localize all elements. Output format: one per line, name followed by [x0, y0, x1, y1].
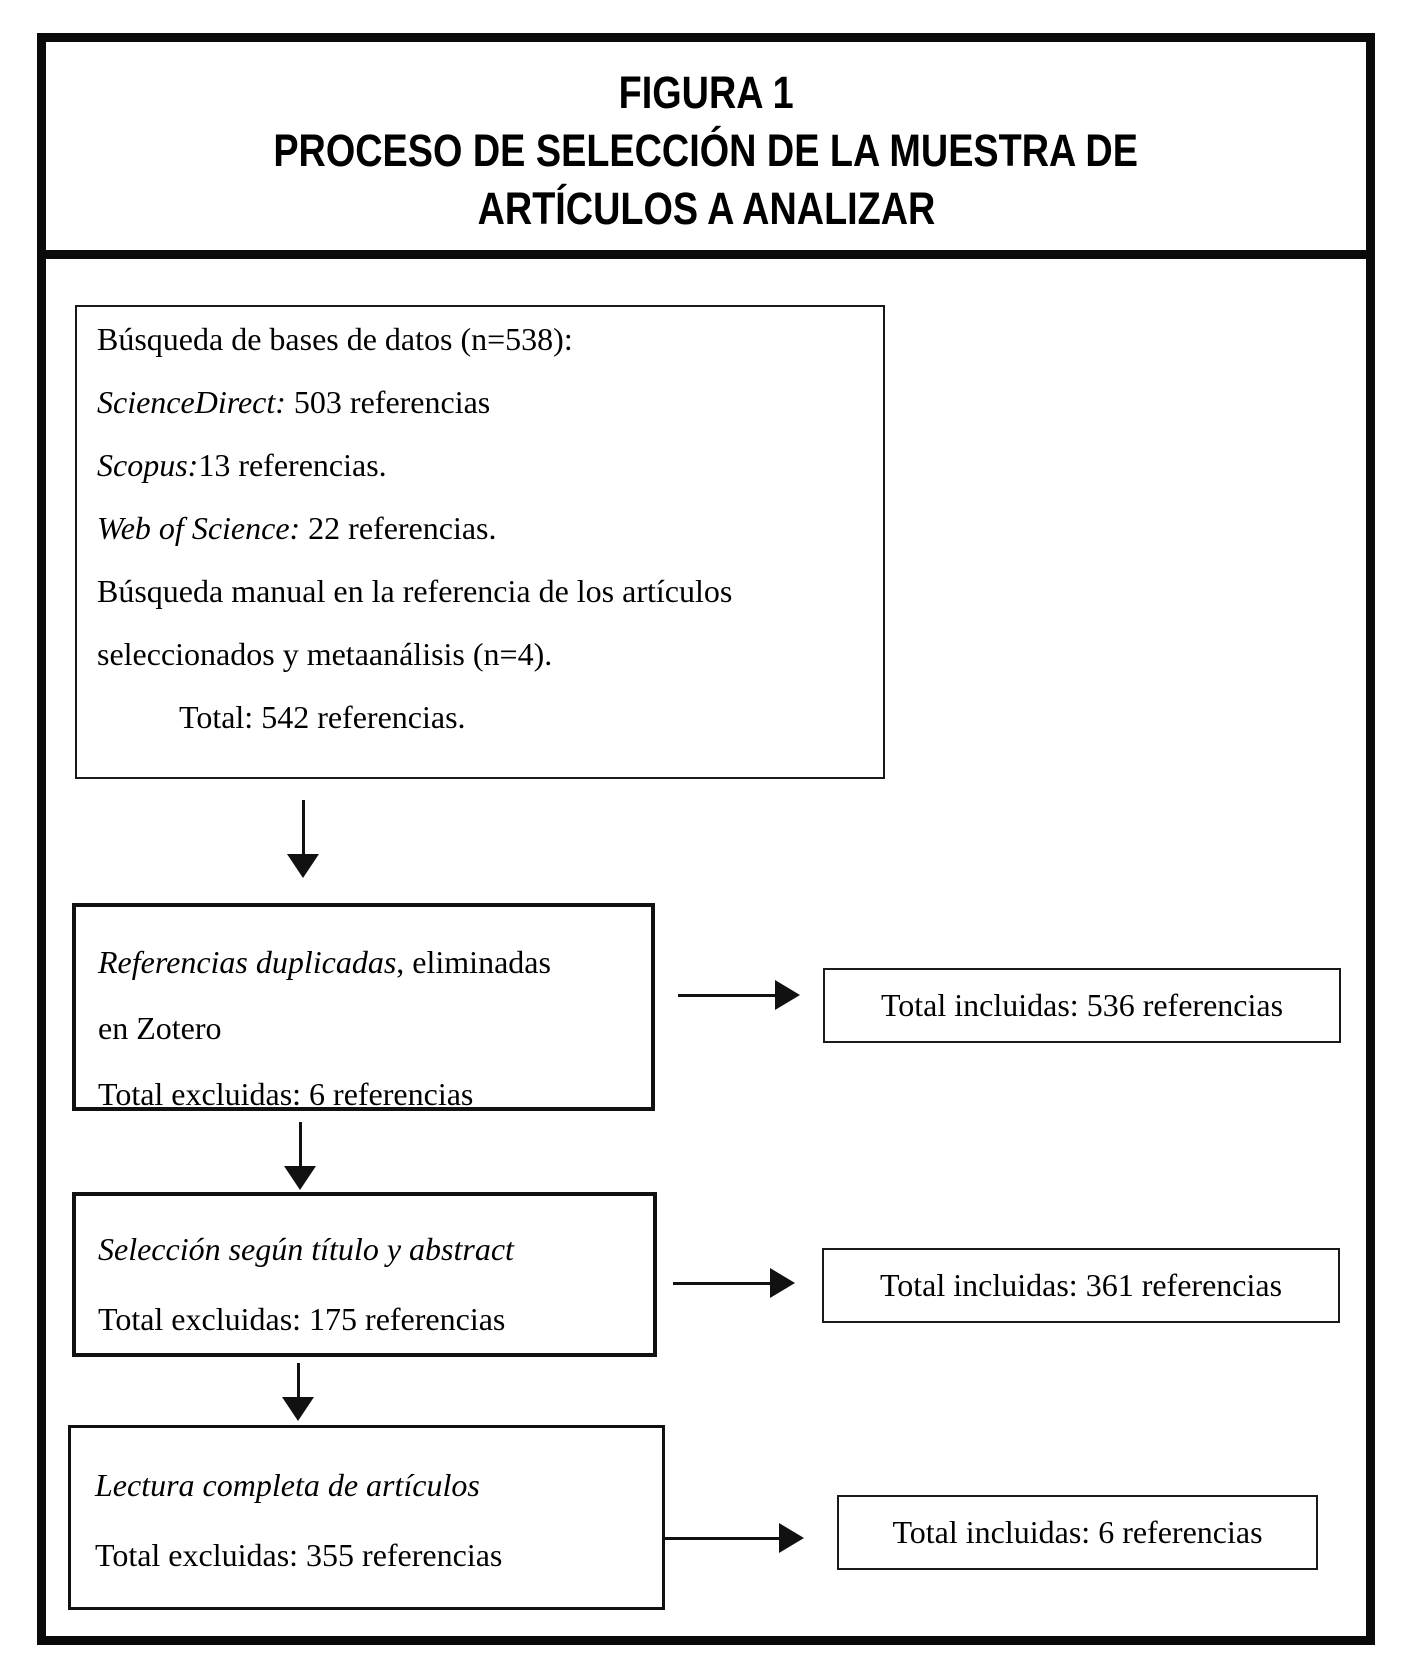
arrow-down-icon: [282, 1363, 314, 1421]
arrow-shaft: [298, 1122, 302, 1166]
fulltext-label-italic: Lectura completa de artículos: [95, 1467, 480, 1503]
figure-title-line-3: ARTÍCULOS A ANALIZAR: [46, 180, 1366, 238]
duplicates-line-1: Referencias duplicadas, eliminadas: [98, 929, 637, 995]
duplicates-zotero-text: en Zotero: [98, 1010, 222, 1046]
figure-title-line-1: FIGURA 1: [46, 64, 1366, 122]
fulltext-excluded-line: Total excluidas: 355 referencias: [95, 1520, 648, 1590]
manual-search-text-1: Búsqueda manual en la referencia de los …: [97, 573, 733, 609]
figure-title-line-2: PROCESO DE SELECCIÓN DE LA MUESTRA DE: [46, 122, 1366, 180]
wos-line: Web of Science: 22 referencias.: [97, 497, 865, 560]
arrow-shaft: [678, 993, 775, 997]
figure-title-text-2: PROCESO DE SELECCIÓN DE LA MUESTRA DE: [273, 125, 1139, 176]
sciencedirect-label: ScienceDirect:: [97, 384, 286, 420]
wos-label: Web of Science:: [97, 510, 301, 546]
figure-title-text-3: ARTÍCULOS A ANALIZAR: [477, 183, 935, 234]
arrow-right-icon: [678, 980, 800, 1010]
included-536-box: Total incluidas: 536 referencias: [823, 968, 1341, 1043]
arrow-shaft: [296, 1363, 300, 1397]
arrow-shaft: [664, 1536, 779, 1540]
arrow-head: [284, 1166, 316, 1190]
arrow-shaft: [301, 800, 305, 854]
duplicates-removed-box: Referencias duplicadas, eliminadas en Zo…: [72, 903, 655, 1112]
scopus-line: Scopus:13 referencias.: [97, 434, 865, 497]
duplicates-excluded-line: Total excluidas: 6 referencias: [98, 1061, 637, 1127]
included-6-text: Total incluidas: 6 referencias: [892, 1514, 1263, 1550]
fulltext-line-1: Lectura completa de artículos: [95, 1450, 648, 1520]
duplicates-label-italic: Referencias duplicadas: [98, 944, 397, 980]
search-sources-box: Búsqueda de bases de datos (n=538): Scie…: [75, 305, 885, 779]
search-total-line: Total: 542 referencias.: [97, 686, 865, 749]
arrow-down-icon: [287, 800, 319, 878]
arrow-head: [770, 1268, 795, 1298]
included-6-box: Total incluidas: 6 referencias: [837, 1495, 1318, 1570]
search-header-text: Búsqueda de bases de datos (n=538):: [97, 321, 573, 357]
manual-search-line-2: seleccionados y metaanálisis (n=4).: [97, 623, 865, 686]
selection-label-italic: Selección según título y abstract: [98, 1231, 514, 1267]
title-abstract-selection-box: Selección según título y abstract Total …: [72, 1192, 657, 1357]
scopus-value: 13 referencias.: [198, 447, 387, 483]
included-361-text: Total incluidas: 361 referencias: [879, 1267, 1283, 1303]
arrow-head: [775, 980, 800, 1010]
sciencedirect-value: 503 referencias: [285, 384, 491, 420]
arrow-head: [779, 1523, 804, 1553]
duplicates-label-rest: , eliminadas: [396, 944, 551, 980]
selection-excluded-line: Total excluidas: 175 referencias: [98, 1284, 639, 1354]
search-total-text: Total: 542 referencias.: [179, 699, 466, 735]
arrow-head: [287, 854, 319, 878]
sciencedirect-line: ScienceDirect: 503 referencias: [97, 371, 865, 434]
scopus-label: Scopus:: [97, 447, 199, 483]
included-361-box: Total incluidas: 361 referencias: [822, 1248, 1340, 1323]
selection-excluded-text: Total excluidas: 175 referencias: [98, 1301, 506, 1337]
figure-title-text-1: FIGURA 1: [618, 67, 794, 118]
figure-outer-frame: [37, 33, 1375, 1645]
manual-search-text-2: seleccionados y metaanálisis (n=4).: [97, 636, 553, 672]
included-536-text: Total incluidas: 536 referencias: [880, 987, 1284, 1023]
manual-search-line-1: Búsqueda manual en la referencia de los …: [97, 560, 865, 623]
arrow-head: [282, 1397, 314, 1421]
search-header-line: Búsqueda de bases de datos (n=538):: [97, 308, 865, 371]
duplicates-line-2: en Zotero: [98, 995, 637, 1061]
arrow-shaft: [673, 1281, 770, 1285]
fulltext-excluded-text: Total excluidas: 355 referencias: [95, 1537, 503, 1573]
arrow-down-icon: [284, 1122, 316, 1190]
duplicates-excluded-text: Total excluidas: 6 referencias: [98, 1076, 474, 1112]
full-text-reading-box: Lectura completa de artículos Total excl…: [68, 1425, 665, 1610]
arrow-right-icon: [664, 1523, 804, 1553]
selection-line-1: Selección según título y abstract: [98, 1214, 639, 1284]
arrow-right-icon: [673, 1268, 795, 1298]
wos-value: 22 referencias.: [300, 510, 497, 546]
figure-title-block: FIGURA 1 PROCESO DE SELECCIÓN DE LA MUES…: [37, 33, 1375, 259]
